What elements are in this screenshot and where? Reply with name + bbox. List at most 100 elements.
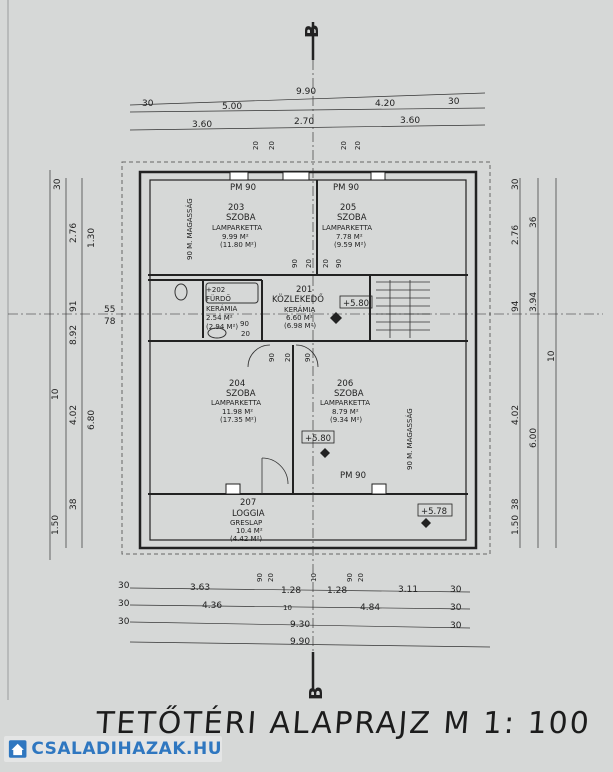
room-number: 207 <box>240 498 256 508</box>
level-loggia: +5.78 <box>421 507 447 517</box>
dim-bottom4-990: 9.90 <box>290 637 310 647</box>
dim-top-500: 5.00 <box>222 102 242 112</box>
dim-left-38: 38 <box>69 498 79 510</box>
right-dimension-lines <box>519 178 557 548</box>
room-floor: LAMPARKETTA <box>211 399 261 407</box>
room-area-gross: (4.42 M²) <box>230 535 262 543</box>
room-206: 206 SZOBA LAMPARKETTA 8.79 M² (9.34 M²) <box>320 379 370 424</box>
room-number: 205 <box>340 203 356 213</box>
room-area: 9.99 M² <box>222 233 249 241</box>
room-floor: LAMPARKETTA <box>320 399 370 407</box>
int-dim-90a: 90 <box>291 259 299 268</box>
dim-bottom-20b: 20 <box>357 573 365 582</box>
top-dimension-lines <box>129 92 486 131</box>
height-note-left: 90 M. MAGASSÁG <box>185 198 194 260</box>
dim-right-600: 6.00 <box>529 428 539 448</box>
room-name: KÖZLEKEDŐ <box>272 294 324 305</box>
dim-bottom3-30b: 30 <box>450 621 462 631</box>
house-logo-icon <box>8 740 27 758</box>
dim-bottom-128a: 1.28 <box>281 586 301 596</box>
dim-bottom-20a: 20 <box>267 573 275 582</box>
int-dim-20b: 20 <box>322 259 330 268</box>
dim-bottom-90a: 90 <box>256 573 264 582</box>
bathroom-fixtures <box>174 282 259 339</box>
room-number: +202 <box>206 286 225 294</box>
room-number: 203 <box>228 203 244 213</box>
dim-right-38: 38 <box>511 498 521 510</box>
left-dimension-lines <box>49 170 83 560</box>
dim-right-36: 36 <box>529 216 539 228</box>
room-floor: KERÁMIA <box>206 304 237 313</box>
dim-left-30: 30 <box>53 178 63 190</box>
section-label-bottom: B <box>306 686 327 700</box>
dim-right-150: 1.50 <box>511 515 521 535</box>
level-symbol-icon <box>421 518 431 528</box>
dim-left-55: 55 <box>104 305 115 315</box>
room-207: 207 LOGGIA GRESLAP 10.4 M² (4.42 M²) <box>230 498 265 543</box>
dim-left-91: 91 <box>69 301 79 312</box>
dim-left-680: 6.80 <box>87 410 97 430</box>
dim-bottom2-30a: 30 <box>118 599 130 609</box>
dim-top-420: 4.20 <box>375 99 395 109</box>
room-name: SZOBA <box>337 213 367 223</box>
int-dim-20a: 20 <box>305 259 313 268</box>
height-note-right: 90 M. MAGASSÁG <box>405 408 414 470</box>
level-symbol-icon <box>330 312 342 324</box>
room-floor: GRESLAP <box>230 519 262 527</box>
int-dim-90b: 90 <box>335 259 343 268</box>
section-label-top: B <box>302 24 323 38</box>
int-dim-90d: 90 <box>268 353 276 362</box>
room-name: FÜRDŐ <box>206 294 231 303</box>
level-stair: +5.80 <box>343 299 369 309</box>
dim-total-width-top: 9.90 <box>296 87 316 97</box>
dim-bottom2-436: 4.36 <box>202 601 222 611</box>
room-203: 203 SZOBA LAMPARKETTA 9.99 M² (11.80 M²) <box>212 203 262 249</box>
room-name: SZOBA <box>226 213 256 223</box>
room-number: 201 <box>296 285 312 295</box>
window-label-203: PM 90 <box>230 183 256 193</box>
room-number: 206 <box>337 379 353 389</box>
dim-bottom-90b: 90 <box>346 573 354 582</box>
dim-top-270: 2.70 <box>294 117 314 127</box>
room-floor: LAMPARKETTA <box>212 224 262 232</box>
dim-bottom2-10: 10 <box>283 604 292 612</box>
room-204: 204 SZOBA LAMPARKETTA 11.98 M² (17.35 M²… <box>211 379 261 424</box>
dim-left-276: 2.76 <box>69 223 79 243</box>
window-label-205: PM 90 <box>333 183 359 193</box>
room-name: SZOBA <box>334 389 364 399</box>
dim-right-394: 3.94 <box>529 292 539 312</box>
dim-bottom2-30b: 30 <box>450 603 462 613</box>
dim-bottom2-484: 4.84 <box>360 603 380 613</box>
dim-right-402: 4.02 <box>511 405 521 425</box>
interior-walls <box>148 180 468 495</box>
room-number: 204 <box>229 379 245 389</box>
dim-opening-a: 20 <box>252 141 260 150</box>
room-202: +202 FÜRDŐ KERÁMIA 2.54 M² (2.94 M²) <box>206 286 238 331</box>
dim-left-150: 1.50 <box>51 515 61 535</box>
room-area: 10.4 M² <box>236 527 263 535</box>
dim-bottom-363: 3.63 <box>190 583 210 593</box>
dim-top-360a: 3.60 <box>192 120 212 130</box>
level-markers: +5.80 +5.80 +5.78 <box>301 295 453 528</box>
int-dim-20c: 20 <box>241 330 250 338</box>
room-area: 11.98 M² <box>222 408 253 416</box>
room-name: SZOBA <box>226 389 256 399</box>
room-area: 7.78 M² <box>336 233 363 241</box>
dim-bottom-30b: 30 <box>450 585 462 595</box>
int-dim-20d: 20 <box>284 353 292 362</box>
room-name: LOGGIA <box>232 509 265 519</box>
room-201: 201 KÖZLEKEDŐ KERÁMIA 6.60 M² (6.98 M²) <box>272 285 324 330</box>
dim-left-78: 78 <box>104 317 116 327</box>
dim-right-276: 2.76 <box>511 225 521 245</box>
dim-left-892: 8.92 <box>69 325 79 345</box>
room-area-gross: (2.94 M²) <box>206 323 238 331</box>
dim-top-30a: 30 <box>142 99 154 109</box>
eaves-outline <box>121 161 491 555</box>
staircase <box>376 280 430 338</box>
dim-right-30: 30 <box>511 178 521 190</box>
dim-right-10: 10 <box>547 350 557 362</box>
dim-left-402: 4.02 <box>69 405 79 425</box>
room-205: 205 SZOBA LAMPARKETTA 7.78 M² (9.59 M²) <box>322 203 372 249</box>
room-area-gross: (17.35 M²) <box>220 416 257 424</box>
